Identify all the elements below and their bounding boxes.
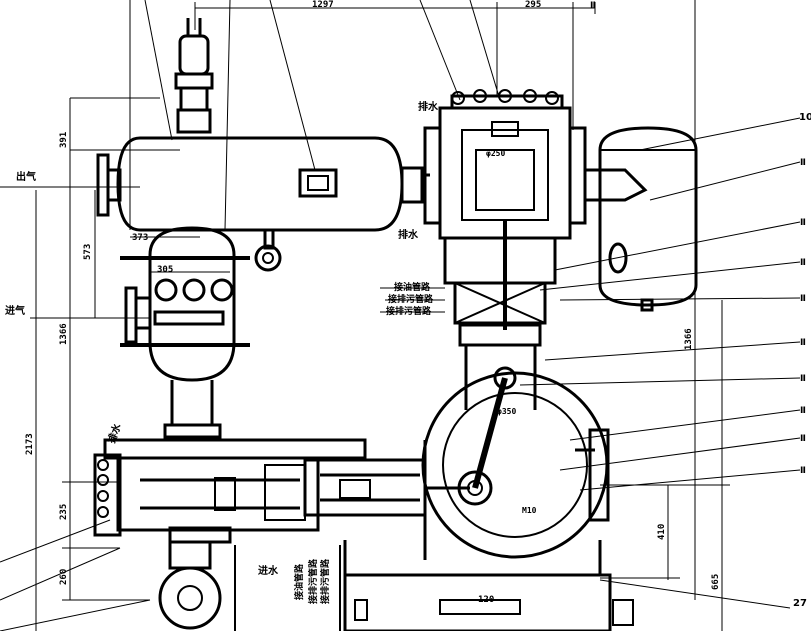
label-pipe-low-2: 接排污管路 [307, 558, 319, 604]
label-inlet-gas: 进气 [5, 304, 25, 317]
callout-tick-7: Ⅱ [800, 406, 806, 416]
dim-d350: φ350 [497, 407, 516, 416]
callout-tick-5: Ⅱ [800, 338, 806, 348]
callout-tick-8: Ⅱ [800, 434, 806, 444]
label-pipe-low-1: 接油管路 [293, 563, 305, 600]
label-drain-mid: 排水 [398, 228, 419, 241]
dim-260: 260 [59, 569, 69, 585]
dimension-labels: 1297 295 391 573 1366 2173 235 260 373 3… [25, 0, 721, 605]
label-pipe-oil-3: 接排污管路 [386, 305, 432, 317]
callout-tick-4: Ⅱ [800, 294, 806, 304]
dim-410: 410 [657, 524, 667, 540]
label-inlet-water: 进水 [258, 564, 279, 577]
machine-outline [93, 18, 698, 631]
label-pipe-oil-1: 接油管路 [394, 281, 431, 293]
callout-tick-6: Ⅱ [800, 374, 806, 384]
dim-305: 305 [157, 265, 173, 275]
dim-1366-right: 1366 [684, 328, 694, 350]
callout-27: 27 [793, 598, 807, 609]
callout-tick-top: Ⅱ [590, 1, 596, 11]
dim-295: 295 [525, 0, 541, 10]
dim-2173: 2173 [25, 433, 35, 455]
dim-373: 373 [132, 233, 148, 243]
callout-tick-1: Ⅱ [800, 158, 806, 168]
label-drain-top: 排水 [418, 100, 439, 113]
callout-10: 10 [799, 112, 811, 123]
label-pipe-oil-2: 接排污管路 [388, 293, 434, 305]
dim-d250: φ250 [486, 149, 505, 158]
dim-235: 235 [59, 504, 69, 520]
dim-m10: M10 [522, 506, 537, 515]
callout-tick-2: Ⅱ [800, 218, 806, 228]
dim-120: 120 [478, 595, 494, 605]
dim-665: 665 [711, 574, 721, 590]
label-outlet-gas: 出气 [16, 170, 36, 183]
annotation-labels: 出气 进气 排水 排水 排水 进水 接油管路 接排污管路 接排污管路 接油管路 … [5, 100, 439, 604]
callout-numbers: 10 27 Ⅱ Ⅱ Ⅱ Ⅱ Ⅱ Ⅱ Ⅱ Ⅱ Ⅱ Ⅱ [590, 1, 811, 609]
dim-1366-left: 1366 [59, 323, 69, 345]
callout-tick-9: Ⅱ [800, 466, 806, 476]
dim-573: 573 [83, 244, 93, 260]
dim-391: 391 [59, 132, 69, 148]
label-pipe-low-3: 接排污管路 [319, 558, 331, 604]
dim-1297: 1297 [312, 0, 334, 10]
callout-tick-3: Ⅱ [800, 258, 806, 268]
